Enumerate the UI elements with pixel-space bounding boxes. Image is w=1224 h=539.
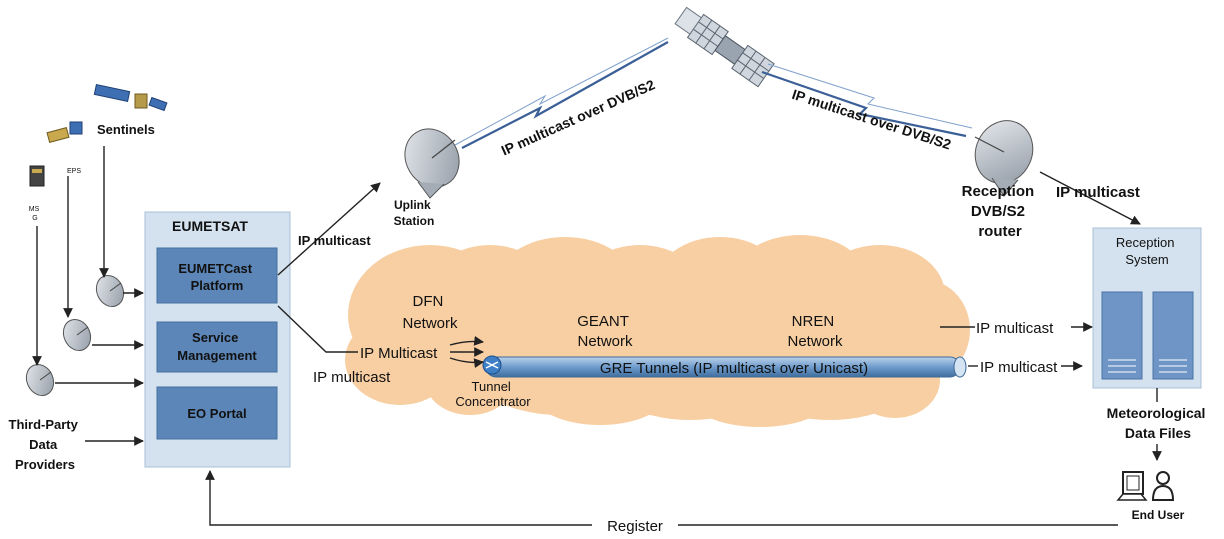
reception-system-label: Reception System: [1116, 235, 1178, 267]
tunnel-concentrator-label: Tunnel Concentrator: [455, 379, 531, 409]
ip-multicast-uplink-label: IP multicast: [298, 233, 371, 248]
geant-network-label: GEANT Network: [577, 313, 633, 350]
server-icon: [1152, 291, 1194, 380]
gre-tunnels-label: GRE Tunnels (IP multicast over Unicast): [600, 360, 868, 377]
ground-dish-icon: [95, 274, 125, 308]
service-management-label: Service Management: [177, 330, 257, 363]
eo-portal-label: EO Portal: [187, 406, 246, 421]
nren-network-label: NREN Network: [787, 313, 843, 350]
downlink-beam-label: IP multicast over DVB/S2: [790, 86, 953, 153]
satellite-icon: [674, 6, 775, 88]
flow-arrows: [32, 146, 1162, 526]
end-user-computer-icon: [1116, 471, 1148, 501]
router-icon: [482, 355, 502, 375]
satellite-downlink-beam: [761, 63, 973, 138]
uplink-station-label: Uplink Station: [394, 198, 435, 228]
server-icon: [1101, 291, 1143, 380]
eps-satellite-icon: [46, 121, 83, 144]
uplink-dish-icon: [404, 128, 460, 199]
dfn-network-label: DFN Network: [402, 293, 458, 332]
satellite-uplink-beam: [454, 37, 669, 149]
eps-label: EPS: [67, 168, 81, 175]
sentinel-satellite-icon: [93, 83, 168, 112]
eumetcast-platform-label: EUMETCast Platform: [178, 261, 255, 293]
eumetsat-title: EUMETSAT: [172, 218, 248, 234]
ground-dish-icon: [25, 363, 55, 397]
third-party-label: Third-Party Data Providers: [9, 417, 82, 472]
ip-multicast-lower-left-label: IP multicast: [313, 369, 391, 386]
end-user-label: End User: [1132, 508, 1185, 522]
msg-label: MS G: [29, 206, 41, 222]
msg-satellite-icon: [29, 165, 45, 187]
ip-multicast-terrestrial-label: IP Multicast: [360, 345, 438, 362]
sentinels-label: Sentinels: [97, 122, 155, 137]
end-user-person-icon: [1151, 471, 1175, 501]
eumetsat-box: EUMETSAT EUMETCast Platform Service Mana…: [144, 211, 291, 468]
ip-multicast-right-label: IP multicast: [976, 320, 1054, 337]
terrestrial-network-cloud: [345, 235, 970, 427]
ip-multicast-router-label: IP multicast: [1056, 184, 1140, 201]
ground-dish-icon: [62, 318, 92, 352]
register-label: Register: [607, 518, 663, 535]
reception-router-label: Reception DVB/S2 router: [962, 183, 1039, 240]
reception-dish-icon: [974, 120, 1034, 197]
reception-system-box: Reception System: [1092, 227, 1202, 389]
gre-tunnel-tube: [485, 356, 967, 378]
meteorological-data-files-label: Meteorological Data Files: [1107, 405, 1210, 441]
ip-multicast-right-label: IP multicast: [980, 359, 1058, 376]
